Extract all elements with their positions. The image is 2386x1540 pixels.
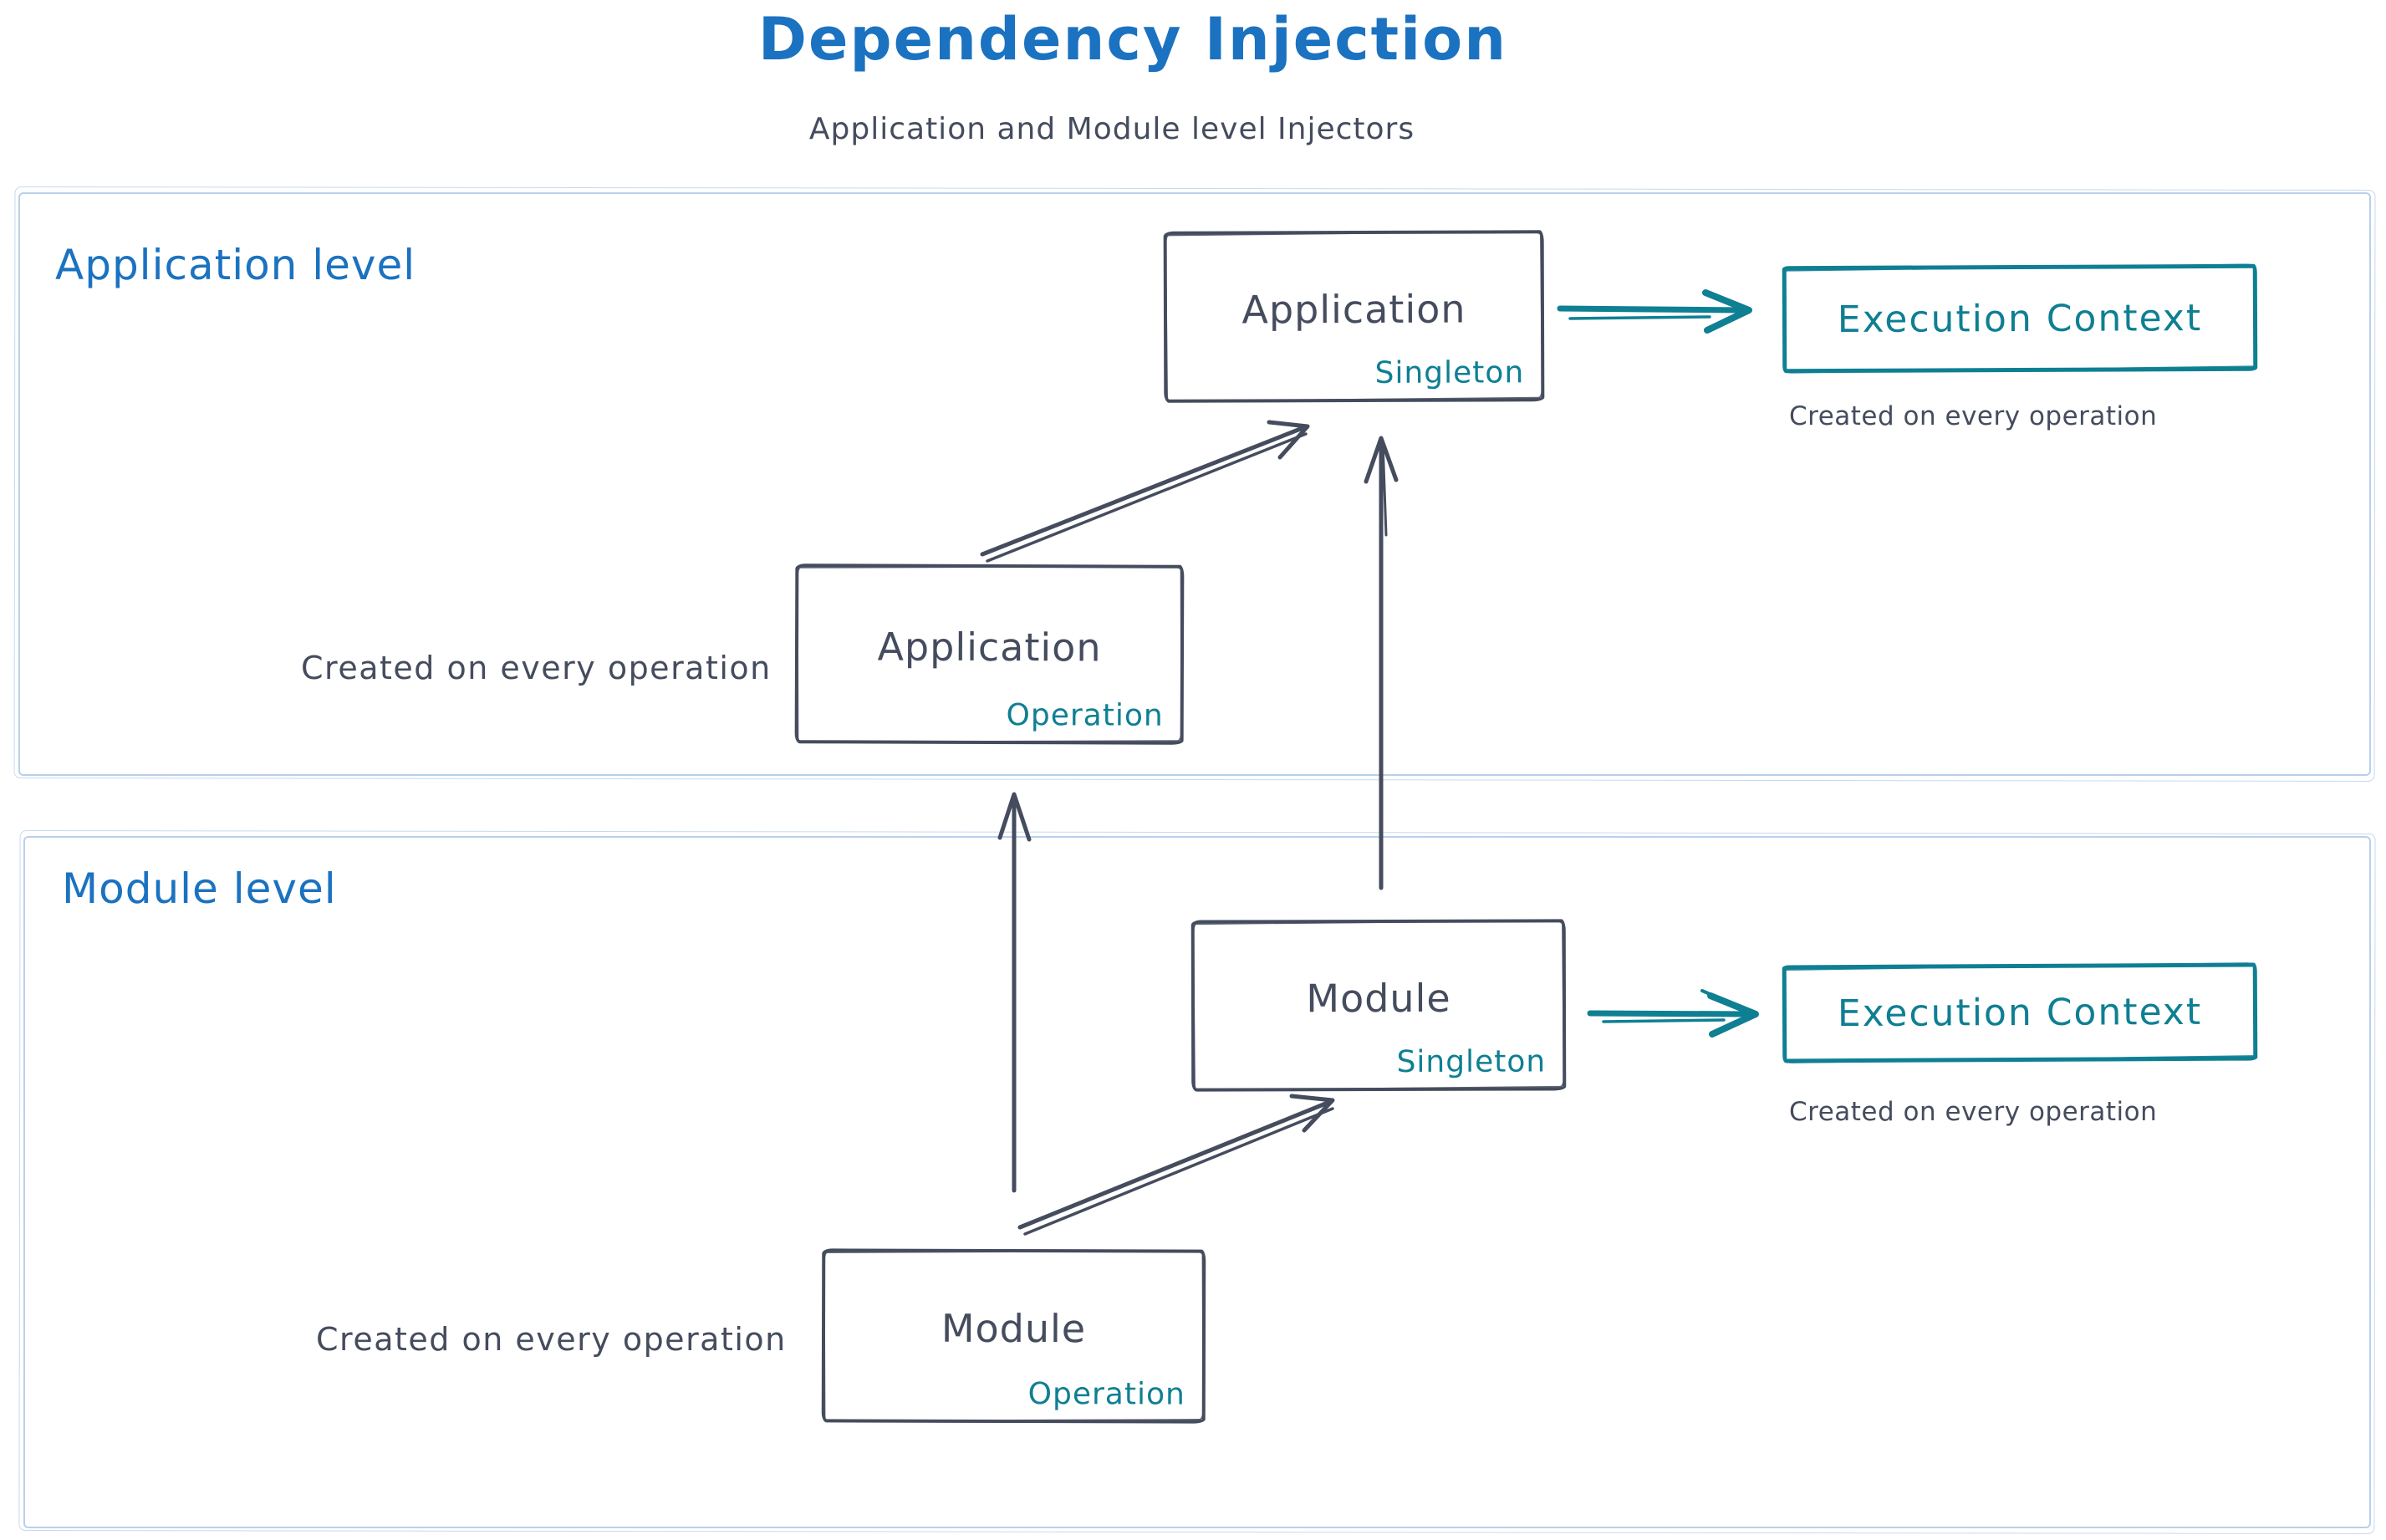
application-operation-box: Application Operation <box>794 563 1185 745</box>
diagram-title: Dependency Injection <box>757 5 1508 74</box>
module-execution-context-box: Execution Context <box>1782 962 2258 1063</box>
module-singleton-scope-badge: Singleton <box>1396 1044 1547 1079</box>
application-singleton-title: Application <box>1241 286 1466 332</box>
diagram-subtitle: Application and Module level Injectors <box>808 112 1415 146</box>
module-execution-context-label: Execution Context <box>1837 990 2203 1036</box>
module-singleton-title: Module <box>1306 975 1451 1021</box>
module-operation-box: Module Operation <box>821 1248 1206 1424</box>
module-execution-context-caption: Created on every operation <box>1789 1097 2158 1127</box>
application-execution-context-label: Execution Context <box>1837 296 2203 341</box>
module-operation-title: Module <box>941 1305 1087 1352</box>
application-singleton-scope-badge: Singleton <box>1374 355 1525 390</box>
application-operation-caption: Created on every operation <box>301 650 772 686</box>
module-operation-scope-badge: Operation <box>1027 1377 1185 1412</box>
application-operation-scope-badge: Operation <box>1006 698 1164 733</box>
application-execution-context-caption: Created on every operation <box>1789 401 2158 431</box>
application-level-label: Application level <box>55 241 416 289</box>
module-singleton-box: Module Singleton <box>1190 919 1567 1092</box>
application-level-frame <box>18 192 2371 776</box>
application-operation-title: Application <box>877 624 1102 670</box>
module-level-frame <box>23 836 2371 1528</box>
module-level-label: Module level <box>62 864 337 913</box>
module-operation-caption: Created on every operation <box>316 1321 787 1358</box>
application-execution-context-box: Execution Context <box>1782 263 2258 374</box>
application-singleton-box: Application Singleton <box>1163 230 1545 403</box>
